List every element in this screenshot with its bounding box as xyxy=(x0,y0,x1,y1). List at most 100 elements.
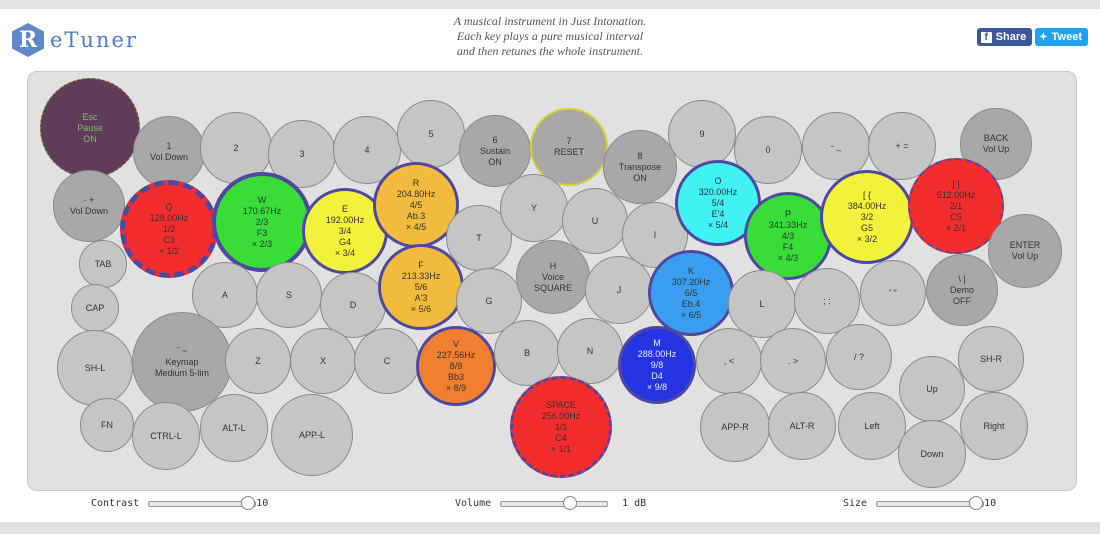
contrast-slider[interactable] xyxy=(148,495,257,510)
key-label: 2 xyxy=(233,142,239,153)
key-u[interactable]: U xyxy=(562,188,628,254)
key-n[interactable]: N xyxy=(557,318,623,384)
key-x[interactable]: X xyxy=(290,328,356,394)
key-b[interactable]: B xyxy=(494,320,560,386)
key-label: × 2/3 xyxy=(251,238,273,249)
key-label: Eb.4 xyxy=(681,298,701,309)
key-label: 5 xyxy=(428,128,434,139)
key-c[interactable]: C xyxy=(354,328,420,394)
key-label: 384.00Hz xyxy=(847,200,887,211)
volume-slider[interactable] xyxy=(500,495,609,510)
key-label: ' " xyxy=(889,287,897,298)
key-label: C4 xyxy=(555,432,567,443)
key-cap[interactable]: CAP xyxy=(71,284,119,332)
key-alt-r[interactable]: ALT-R xyxy=(768,392,836,460)
key-up[interactable]: Up xyxy=(899,356,965,422)
key-sh-l[interactable]: SH-L xyxy=(57,330,133,406)
key-label: B xyxy=(523,347,530,358)
volume-control: Volume 1 dB xyxy=(455,495,646,510)
key-quote[interactable]: ' " xyxy=(860,260,926,326)
size-control: Size 10 xyxy=(843,495,996,510)
key-fn[interactable]: FN xyxy=(80,398,134,452)
key-down[interactable]: Down xyxy=(898,420,966,488)
key-z[interactable]: Z xyxy=(225,328,291,394)
retuner-logo[interactable]: R eTuner xyxy=(12,22,138,58)
key-label: ALT-R xyxy=(789,420,815,431)
key-label: C5 xyxy=(950,211,962,222)
key-9[interactable]: 9 xyxy=(668,100,736,168)
key-semicolon[interactable]: ; : xyxy=(794,268,860,334)
key-app-l[interactable]: APP-L xyxy=(271,394,353,476)
key-label: U xyxy=(591,215,599,226)
key-label: 8 xyxy=(637,150,643,161)
size-label: Size xyxy=(843,498,868,509)
tweet-button[interactable]: ✦ Tweet xyxy=(1035,28,1088,46)
key-label: 1/1 xyxy=(554,421,568,432)
contrast-slider-thumb[interactable] xyxy=(241,495,256,510)
key-sh-r[interactable]: SH-R xyxy=(958,326,1024,392)
key-y[interactable]: Y xyxy=(500,174,568,242)
key-label: × 5/6 xyxy=(410,303,432,314)
key-tilde[interactable]: · +Vol Down xyxy=(53,170,125,242)
key-period[interactable]: . > xyxy=(760,328,826,394)
key-label: I xyxy=(653,229,657,240)
key-alt-l[interactable]: ALT-L xyxy=(200,394,268,462)
key-s[interactable]: S xyxy=(256,262,322,328)
key-tab[interactable]: TAB xyxy=(79,240,127,288)
key-left[interactable]: Left xyxy=(838,392,906,460)
key-label: APP-R xyxy=(721,421,749,432)
key-right[interactable]: Right xyxy=(960,392,1028,460)
key-label: Y xyxy=(530,202,537,213)
size-slider-thumb[interactable] xyxy=(969,495,984,510)
key-label: X xyxy=(319,355,326,366)
key-label: 307.20Hz xyxy=(671,276,711,287)
key-label: O xyxy=(714,175,722,186)
key-label: 5/6 xyxy=(414,281,428,292)
key-minus[interactable]: - _ xyxy=(802,112,870,180)
key-app-r[interactable]: APP-R xyxy=(700,392,770,462)
key-l[interactable]: L xyxy=(728,270,796,338)
key-g[interactable]: G xyxy=(456,268,522,334)
key-slash[interactable]: / ? xyxy=(826,324,892,390)
key-label: Vol Up xyxy=(1011,251,1039,261)
key-label: SQUARE xyxy=(533,282,572,293)
key-5[interactable]: 5 xyxy=(397,100,465,168)
size-slider[interactable] xyxy=(876,495,985,510)
key-comma[interactable]: , < xyxy=(696,328,762,394)
key-label: Demo xyxy=(949,284,974,295)
key-label: / ? xyxy=(853,351,864,362)
share-label: Share xyxy=(995,31,1027,43)
facebook-share-button[interactable]: f Share xyxy=(976,28,1033,46)
key-label: R xyxy=(412,177,420,188)
key-label: × 2/1 xyxy=(945,222,967,233)
key-j[interactable]: J xyxy=(585,256,653,324)
key-a[interactable]: A xyxy=(192,262,258,328)
volume-slider-thumb[interactable] xyxy=(562,495,577,510)
key-ctrl-l[interactable]: CTRL-L xyxy=(132,402,200,470)
key-label: × 1/2 xyxy=(158,245,180,256)
key-d[interactable]: D xyxy=(320,272,386,338)
key-label: E'4 xyxy=(711,208,725,219)
key-label: ; : xyxy=(823,295,831,306)
key-label: 512.00Hz xyxy=(936,189,976,200)
